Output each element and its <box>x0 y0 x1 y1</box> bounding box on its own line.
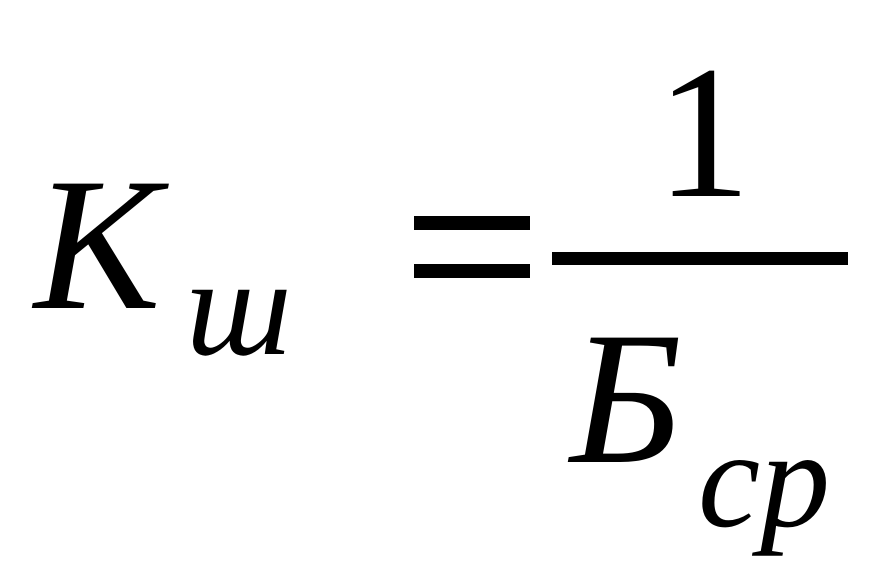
fraction-numerator: 1 <box>656 28 751 238</box>
lhs-symbol: К <box>34 140 161 350</box>
fraction-bar <box>552 252 848 265</box>
equals-sign-bottom-bar <box>414 264 530 278</box>
equals-sign-top-bar <box>414 216 530 230</box>
denominator-subscript: ср <box>698 402 831 557</box>
denominator-symbol: Б <box>570 294 683 504</box>
lhs-subscript: ш <box>186 230 292 385</box>
